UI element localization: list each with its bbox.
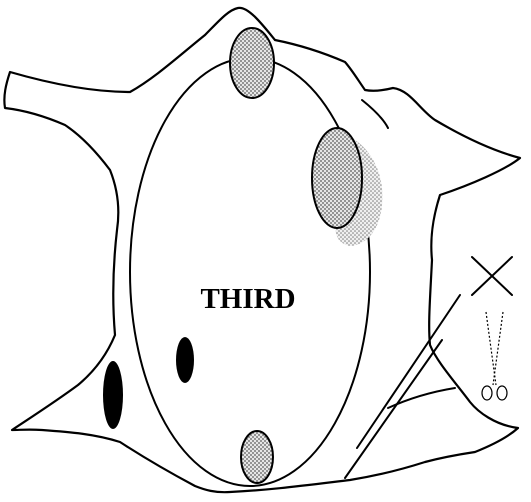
right-stippled-spot	[312, 128, 362, 228]
scissors-icon	[482, 312, 507, 400]
bottom-stippled-spot	[241, 431, 273, 483]
x-mark	[472, 257, 512, 295]
top-stippled-spot	[230, 28, 274, 98]
left-dark-spot-upper	[176, 337, 194, 383]
center-label: THIRD	[200, 283, 295, 315]
left-dark-spot-lower	[103, 361, 123, 429]
